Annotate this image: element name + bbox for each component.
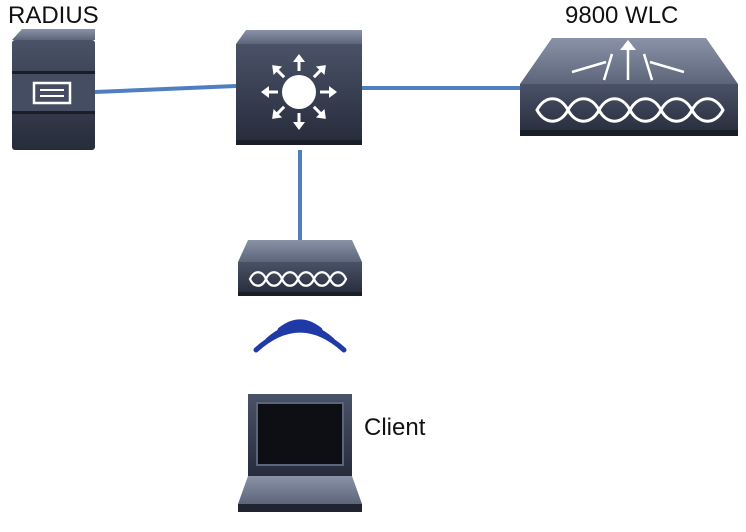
radius-label: RADIUS <box>8 2 99 29</box>
switch-arrowhead <box>261 86 269 98</box>
link-radius-switch <box>94 84 237 94</box>
layer3-switch-icon <box>236 30 362 145</box>
client-label: Client <box>364 414 426 441</box>
access-point-icon <box>238 240 362 296</box>
radius-server-icon <box>12 29 95 150</box>
ap-wave <box>248 271 348 287</box>
link-lines <box>94 84 520 240</box>
switch-arrowhead <box>272 108 283 119</box>
switch-arrowhead <box>293 54 305 62</box>
switch-arrowhead <box>315 65 326 76</box>
switch-arrowhead <box>272 65 283 76</box>
wlc-icon <box>520 38 738 136</box>
wifi-signal-icon <box>253 319 347 353</box>
switch-arrowhead <box>293 122 305 130</box>
switch-arrowhead <box>329 86 337 98</box>
wlc-label: 9800 WLC <box>565 2 679 29</box>
laptop-icon <box>238 394 362 512</box>
switch-arrowhead <box>315 108 326 119</box>
wlc-wave <box>535 97 725 123</box>
